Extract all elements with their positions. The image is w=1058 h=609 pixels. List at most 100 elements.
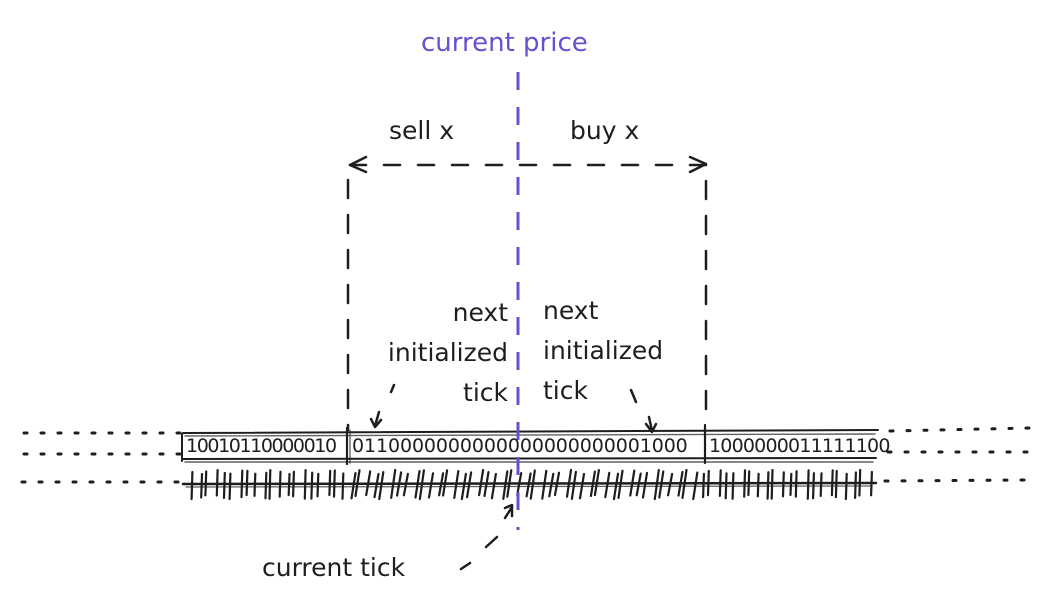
tick-mark: [222, 471, 226, 499]
tick-mark: [830, 469, 834, 497]
tick-mark: [200, 472, 204, 499]
current-price-label: current price: [421, 28, 588, 58]
tick-mark: [743, 469, 747, 498]
tick-mark: [414, 470, 421, 499]
sell-x-label: sell x: [389, 116, 455, 145]
range-arrow: [346, 155, 708, 432]
tick-mark: [681, 468, 688, 499]
tick-mark: [770, 468, 774, 500]
tick-mark: [453, 470, 460, 499]
tick-axis: [181, 468, 878, 501]
buy-x-label: buy x: [570, 116, 640, 145]
tick-mark: [418, 469, 425, 501]
dotted-extension-right: [883, 426, 1032, 483]
left-next-tick-line3: tick: [463, 378, 508, 407]
tick-mark: [350, 472, 357, 500]
tick-mark: [438, 472, 445, 497]
tick-mark: [677, 470, 684, 497]
tick-mark: [789, 472, 793, 497]
tick-mark: [268, 469, 272, 500]
tick-mark: [506, 469, 513, 498]
tick-mark: [253, 472, 257, 497]
tick-mark: [373, 472, 380, 499]
tick-mark: [706, 469, 710, 497]
tick-mark: [844, 472, 848, 501]
tick-mark: [332, 469, 336, 498]
bitmap-row: [181, 423, 879, 466]
tick-mark: [593, 469, 601, 497]
tick-mark: [402, 472, 409, 497]
tick-mark: [328, 469, 332, 497]
tick-mark: [766, 471, 770, 500]
tick-mark: [756, 472, 760, 498]
tick-mark: [635, 472, 642, 497]
tick-mark: [190, 470, 194, 501]
tick-mark: [354, 469, 361, 497]
tick-mark: [525, 472, 532, 498]
tick-mark: [781, 471, 785, 498]
tick-mark: [834, 469, 838, 499]
tick-mark: [604, 471, 611, 499]
tick-mark: [629, 469, 636, 497]
tick-mark: [612, 472, 620, 501]
tick-mark: [869, 470, 874, 497]
tick-mark: [570, 470, 578, 500]
left-next-tick-line1: next: [452, 298, 508, 327]
tick-mark: [541, 469, 548, 500]
tick-mark: [658, 470, 665, 499]
tick-mark: [811, 472, 816, 500]
tick-mark: [378, 471, 385, 501]
tick-mark: [666, 472, 674, 497]
tick-mark: [483, 471, 490, 497]
arrow-left-head: [348, 155, 368, 174]
right-next-tick-line1: next: [543, 296, 599, 325]
right-next-tick-line2: initialized: [543, 336, 664, 365]
tick-mark: [718, 469, 722, 497]
tick-mark: [427, 472, 435, 499]
tick-mark: [653, 469, 660, 501]
tick-mark: [553, 471, 561, 497]
tick-mark: [724, 472, 728, 500]
tick-mark: [529, 469, 536, 500]
tick-mark: [316, 472, 320, 498]
arrow-right-head: [688, 155, 708, 174]
tick-mark: [204, 470, 208, 497]
tick-mark: [502, 470, 509, 500]
tick-mark: [460, 472, 467, 501]
tick-mark: [589, 470, 597, 497]
tick-mark: [228, 472, 232, 501]
tick-mark: [853, 471, 858, 499]
tick-mark: [287, 472, 291, 497]
bitmap-word-current: 0110000000000000000000001000: [352, 435, 688, 457]
tick-mark: [617, 469, 624, 499]
tick-mark: [215, 469, 219, 497]
tick-mark: [264, 471, 268, 500]
tick-mark: [490, 472, 497, 500]
tick-mark: [858, 468, 862, 497]
tick-mark: [341, 472, 345, 500]
tick-mark: [806, 469, 810, 500]
tick-mark: [747, 470, 751, 497]
tick-mark: [731, 472, 735, 500]
tick-mark: [442, 469, 449, 497]
tick-mark: [365, 470, 372, 497]
tick-mark: [240, 469, 244, 499]
tick-mark: [278, 470, 282, 498]
right-next-tick-line3: tick: [543, 376, 588, 405]
tick-mark: [310, 471, 314, 500]
tick-mark: [548, 472, 555, 498]
tick-mark: [641, 471, 649, 499]
tick-mark: [701, 472, 706, 499]
dotted-extension-left: [20, 431, 182, 484]
bitmap-word-right: 1000000011111100: [709, 435, 890, 457]
tick-mark: [390, 468, 397, 499]
left-next-tick-line2: initialized: [387, 338, 508, 367]
tick-mark: [565, 468, 573, 498]
current-tick-arrow: [459, 503, 514, 571]
tick-mark: [466, 471, 473, 499]
tick-mark: [245, 469, 249, 497]
bitmap-word-left: 10010110000010: [186, 435, 337, 457]
current-tick-label: current tick: [262, 553, 406, 582]
tick-mark: [292, 470, 295, 498]
